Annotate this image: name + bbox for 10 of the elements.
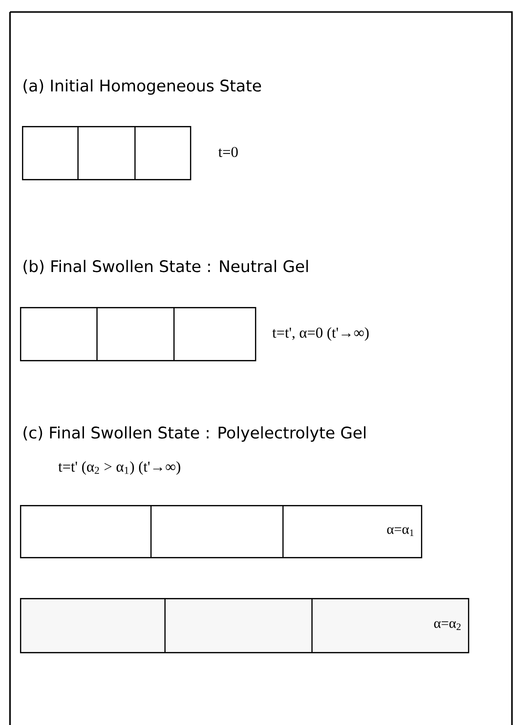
gel-bar: α=α$_{2}$: [20, 598, 470, 654]
state-label: t=0: [218, 146, 238, 158]
section-heading: (a) Initial Homogeneous State: [24, 79, 261, 95]
gel-bar: α=α$_{1}$: [20, 505, 422, 558]
gel-bar: [20, 307, 256, 362]
gel-bar: [22, 126, 192, 180]
state-label: t=t' (α$_{2}$ > α$_{1}$) (t'→∞): [58, 461, 180, 475]
section-heading: (b) Final Swollen State : Neutral Gel: [24, 260, 308, 274]
section-heading: (c) Final Swollen State : Polyelectrolyte Gel: [24, 426, 366, 442]
state-label: t=t', α=0 (t'→∞): [272, 327, 369, 341]
